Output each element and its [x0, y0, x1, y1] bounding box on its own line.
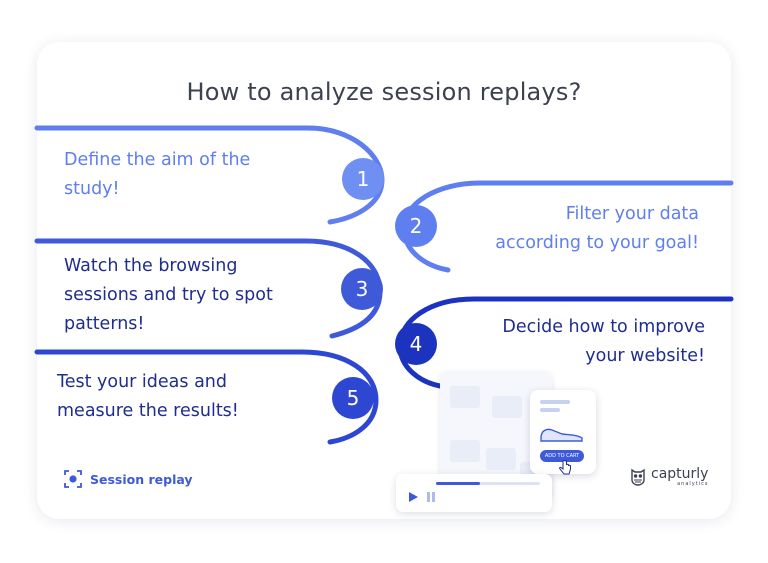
shoe-icon: [540, 428, 583, 442]
step-5-line-1: Test your ideas and: [57, 372, 228, 392]
step-3-badge: 3: [341, 268, 383, 310]
page-title: How to analyze session replays?: [186, 78, 582, 106]
step-4-text: Decide how to improve your website!: [502, 313, 705, 371]
session-replay-illustration: ADD TO CART: [396, 372, 608, 522]
step-2-line-2: according to your goal!: [495, 233, 699, 253]
step-2-text: Filter your data according to your goal!: [495, 200, 699, 258]
product-thumb: [486, 448, 516, 470]
infographic-card: [37, 42, 731, 519]
step-2-line-1: Filter your data: [565, 204, 699, 224]
pause-icon: [427, 492, 435, 502]
add-to-cart-button: ADD TO CART: [540, 450, 584, 462]
product-thumb: [492, 396, 522, 418]
popup-text-line: [540, 408, 560, 412]
step-3-text: Watch the browsing sessions and try to s…: [64, 252, 273, 339]
step-2-badge: 2: [395, 205, 437, 247]
step-5-text: Test your ideas and measure the results!: [57, 368, 239, 426]
step-3-line-3: patterns!: [64, 314, 145, 334]
step-3-line-1: Watch the browsing: [64, 256, 238, 276]
curve-step-5: [34, 349, 379, 445]
camera-record-icon: [64, 470, 82, 488]
product-thumb: [450, 440, 480, 462]
step-5-badge: 5: [332, 377, 374, 419]
popup-text-line: [540, 400, 570, 404]
progress-fill: [436, 482, 480, 485]
step-4-line-2: your website!: [585, 346, 705, 366]
capturly-owl-icon: [631, 468, 645, 486]
step-1-line-1: Define the aim of the: [64, 150, 251, 170]
logo-name: capturly: [651, 466, 709, 482]
step-1-badge: 1: [342, 158, 384, 200]
step-4-line-1: Decide how to improve: [502, 317, 705, 337]
session-replay-text: Session replay: [90, 471, 193, 487]
step-5-line-2: measure the results!: [57, 401, 239, 421]
step-4-badge: 4: [395, 323, 437, 365]
product-thumb: [450, 386, 480, 408]
session-replay-label: Session replay: [64, 470, 193, 488]
hand-pointer-icon: [559, 460, 571, 475]
progress-track: [436, 482, 540, 485]
product-popup: ADD TO CART: [530, 390, 596, 475]
play-icon: [409, 492, 418, 502]
step-3-line-2: sessions and try to spot: [64, 285, 273, 305]
capturly-logo: capturly analytics: [630, 467, 708, 487]
replay-player-bar: [396, 474, 552, 512]
logo-subtitle: analytics: [677, 481, 709, 487]
step-1-text: Define the aim of the study!: [64, 146, 250, 204]
step-1-line-2: study!: [64, 179, 120, 199]
